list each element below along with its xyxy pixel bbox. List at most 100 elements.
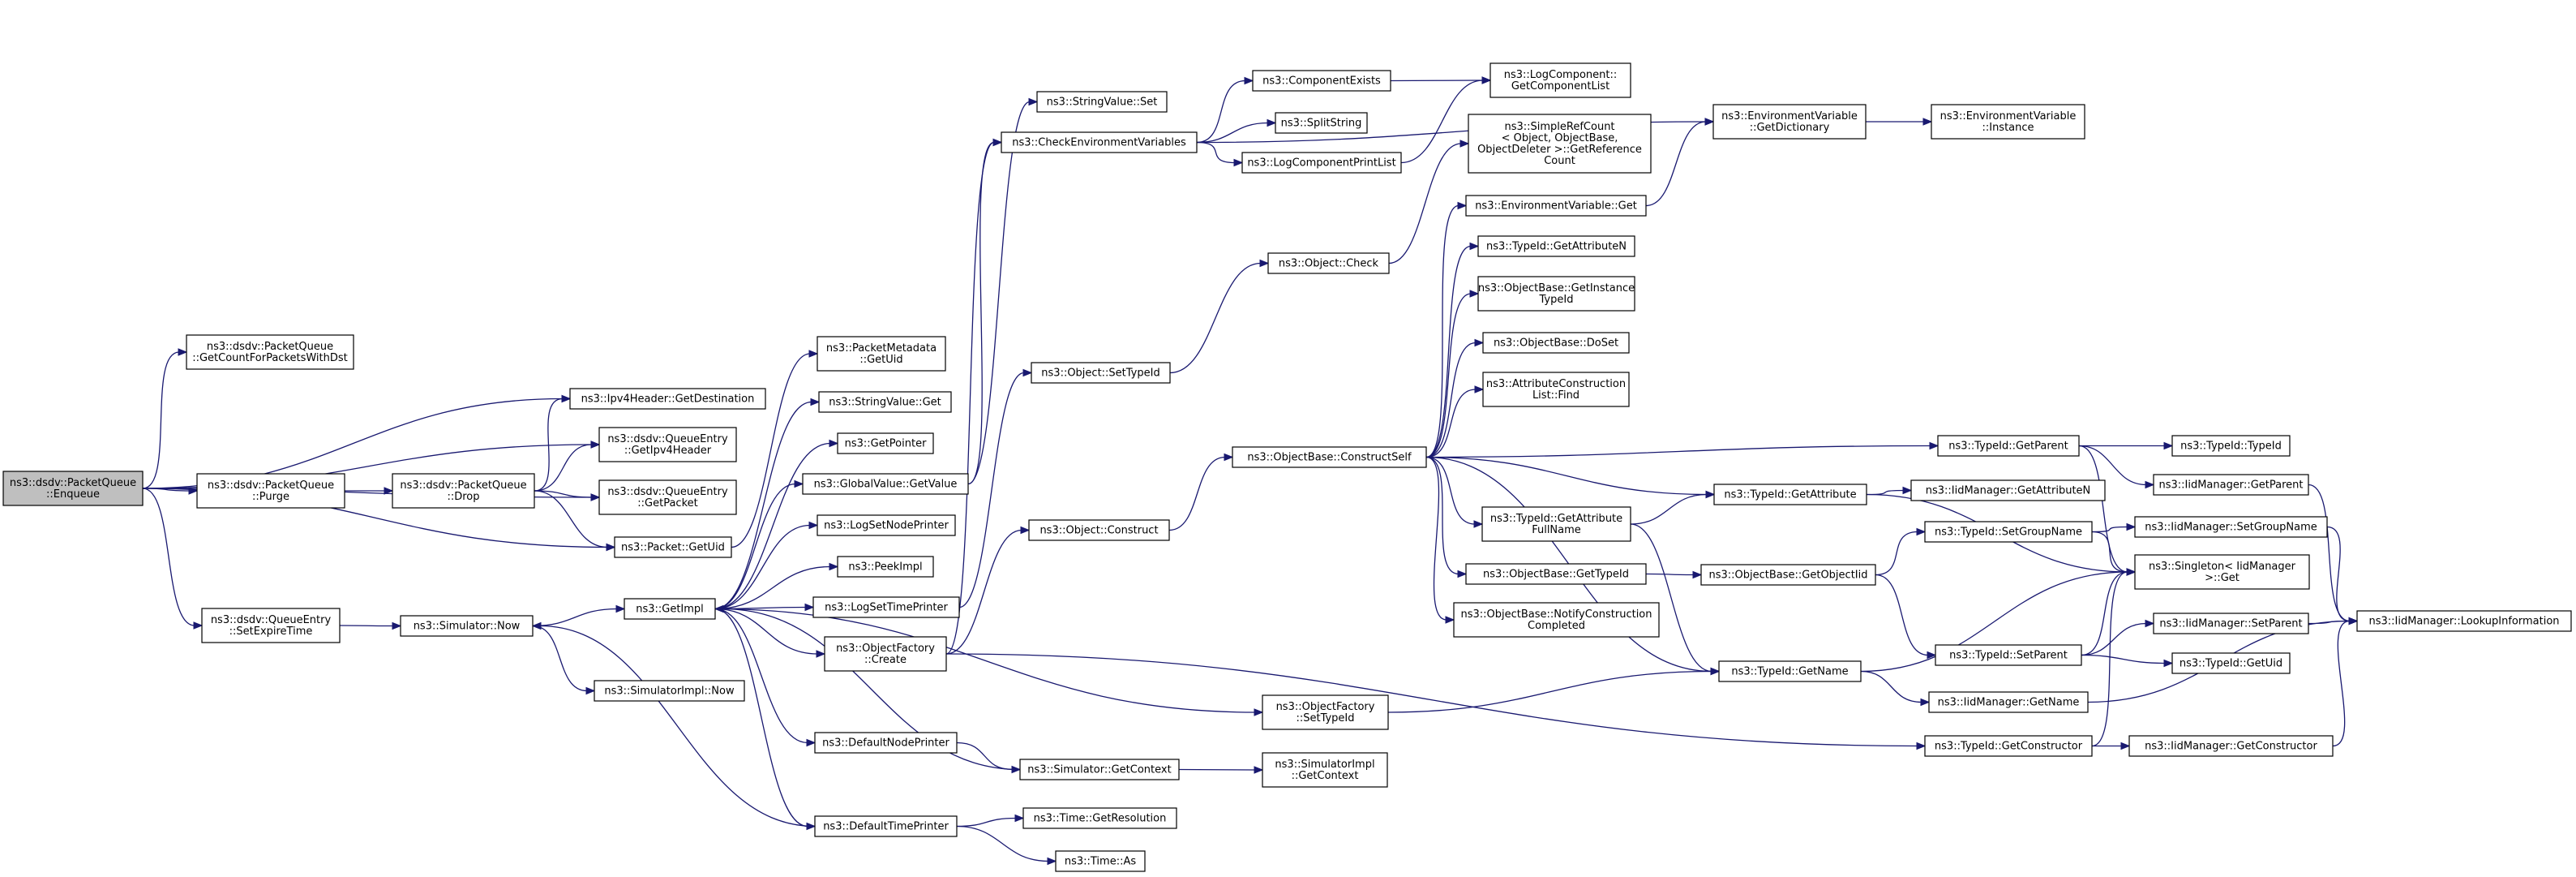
graph-node[interactable]: ns3::LogComponent::GetComponentList [1489, 62, 1631, 98]
graph-node[interactable]: ns3::Simulator::GetContext [1019, 759, 1180, 780]
node-label: ns3::TypeId::TypeId [2180, 441, 2282, 453]
node-label: ns3::DefaultTimePrinter [823, 821, 949, 833]
graph-node[interactable]: ns3::ComponentExists [1252, 70, 1391, 92]
arrow-head-icon [1047, 857, 1057, 866]
graph-node[interactable]: ns3::ObjectFactory::Create [824, 636, 947, 672]
graph-node[interactable]: ns3::GlobalValue::GetValue [802, 473, 969, 495]
node-label: ::SetTypeId [1296, 712, 1354, 724]
graph-node[interactable]: ns3::Ipv4Header::GetDestination [569, 388, 766, 410]
node-label: Count [1544, 155, 1575, 167]
arrow-head-icon [1692, 570, 1703, 579]
graph-node[interactable]: ns3::Object::Check [1267, 252, 1390, 274]
graph-node[interactable]: ns3::StringValue::Get [818, 391, 952, 413]
graph-node[interactable]: ns3::dsdv::PacketQueue::GetCountForPacke… [186, 334, 354, 370]
arrow-head-icon [178, 348, 188, 356]
graph-node[interactable]: ns3::Singleton< IidManager>::Get [2134, 554, 2310, 590]
graph-node[interactable]: ns3::LogComponentPrintList [1241, 152, 1402, 174]
graph-node[interactable]: ns3::StringValue::Set [1036, 91, 1168, 113]
graph-node[interactable]: ns3::IidManager::SetGroupName [2134, 516, 2328, 538]
call-edge [956, 825, 1057, 866]
graph-node[interactable]: ns3::ObjectBase::DoSet [1482, 332, 1630, 354]
graph-node[interactable]: ns3::TypeId::SetParent [1935, 644, 2082, 666]
node-box [2356, 610, 2572, 632]
call-edge [731, 350, 819, 548]
node-label: ns3::LogComponentPrintList [1247, 157, 1395, 170]
graph-node[interactable]: ns3::LogSetTimePrinter [812, 596, 960, 618]
graph-node[interactable]: ns3::PacketMetadata::GetUid [817, 336, 946, 372]
arrow-head-icon [804, 603, 815, 612]
node-box [1022, 807, 1177, 829]
graph-node[interactable]: ns3::TypeId::SetGroupName [1924, 521, 2093, 543]
graph-node[interactable]: ns3::Time::GetResolution [1022, 807, 1177, 829]
graph-node[interactable]: ns3::ObjectBase::NotifyConstructionCompl… [1453, 602, 1660, 638]
graph-node[interactable]: ns3::TypeId::TypeId [2171, 435, 2291, 457]
call-edge [2081, 654, 2174, 668]
graph-node[interactable]: ns3::IidManager::GetAttributeN [1910, 479, 2106, 501]
node-box [1055, 850, 1146, 872]
graph-node[interactable]: ns3::SplitString [1275, 112, 1368, 134]
graph-node[interactable]: ns3::ObjectFactory::SetTypeId [1262, 694, 1389, 730]
node-label: ns3::IidManager::LookupInformation [2368, 616, 2559, 628]
call-edge [714, 608, 1264, 716]
graph-node[interactable]: ns3::Simulator::Now [400, 615, 534, 637]
graph-node[interactable]: ns3::PeekImpl [837, 556, 934, 578]
graph-node[interactable]: ns3::dsdv::QueueEntry::GetPacket [598, 479, 737, 515]
graph-node[interactable]: ns3::EnvironmentVariable::Get [1465, 195, 1647, 217]
graph-node[interactable]: ns3::TypeId::GetAttribute [1713, 484, 1867, 505]
arrow-head-icon [384, 487, 394, 495]
node-label: ns3::Object::Check [1279, 258, 1379, 270]
graph-node[interactable]: ns3::TypeId::GetConstructor [1924, 735, 2093, 757]
call-edge [1196, 141, 1244, 167]
node-label: ns3::dsdv::PacketQueue [10, 477, 136, 489]
graph-node[interactable]: ns3::DefaultNodePrinter [814, 732, 958, 754]
graph-node[interactable]: ns3::IidManager::GetParent [2153, 474, 2309, 496]
graph-node[interactable]: ns3::Packet::GetUid [614, 536, 732, 558]
node-label: ns3::ObjectBase::DoSet [1494, 337, 1618, 350]
graph-node[interactable]: ns3::GetImpl [624, 598, 716, 620]
node-label: ns3::CheckEnvironmentVariables [1012, 137, 1186, 149]
graph-node[interactable]: ns3::IidManager::GetName [1928, 691, 2089, 713]
graph-node[interactable]: ns3::dsdv::PacketQueue::Drop [392, 473, 535, 509]
graph-node[interactable]: ns3::ObjectBase::GetObjectIid [1700, 564, 1876, 586]
arrow-head-icon [808, 350, 819, 358]
graph-node[interactable]: ns3::DefaultTimePrinter [814, 815, 958, 837]
graph-node[interactable]: ns3::dsdv::QueueEntry::SetExpireTime [201, 608, 341, 643]
graph-node[interactable]: ns3::TypeId::GetAttributeN [1477, 235, 1635, 257]
node-label: ns3::ComponentExists [1262, 75, 1381, 88]
graph-node[interactable]: ns3::Object::Construct [1028, 519, 1170, 541]
node-label: ns3::GetImpl [636, 604, 704, 616]
graph-node[interactable]: ns3::GetPointer [837, 432, 934, 454]
graph-node[interactable]: ns3::TypeId::GetUid [2171, 652, 2291, 674]
graph-node[interactable]: ns3::EnvironmentVariable::Instance [1931, 104, 2085, 140]
graph-node[interactable]: ns3::LogSetNodePrinter [817, 514, 956, 536]
graph-node[interactable]: ns3::SimulatorImpl::GetContext [1262, 752, 1388, 788]
graph-node[interactable]: ns3::ObjectBase::GetTypeId [1465, 563, 1647, 585]
graph-node[interactable]: ns3::ObjectBase::ConstructSelf [1232, 446, 1427, 468]
node-label: ns3::PeekImpl [848, 561, 922, 574]
graph-node[interactable]: ns3::CheckEnvironmentVariables [1001, 131, 1198, 153]
call-edge [1169, 259, 1270, 374]
node-label: ns3::TypeId::GetAttribute [1724, 489, 1856, 501]
arrow-head-icon [561, 394, 572, 403]
node-label: GetComponentList [1511, 80, 1609, 92]
graph-node[interactable]: ns3::dsdv::PacketQueue::Enqueue [2, 471, 144, 506]
call-edge [945, 653, 1927, 750]
node-label: ::GetUid [859, 354, 902, 366]
graph-node[interactable]: ns3::dsdv::QueueEntry::GetIpv4Header [598, 427, 737, 462]
graph-node[interactable]: ns3::TypeId::GetParent [1937, 435, 2080, 457]
graph-node[interactable]: ns3::dsdv::PacketQueue::Purge [196, 473, 345, 509]
graph-node[interactable]: ns3::SimulatorImpl::Now [594, 680, 745, 702]
graph-node[interactable]: ns3::Time::As [1055, 850, 1146, 872]
arrow-head-icon [1254, 766, 1264, 774]
graph-node[interactable]: ns3::IidManager::GetConstructor [2128, 735, 2334, 757]
arrow-head-icon [1474, 385, 1485, 393]
graph-node[interactable]: ns3::Object::SetTypeId [1031, 362, 1171, 384]
graph-node[interactable]: ns3::SimpleRefCount< Object, ObjectBase,… [1468, 114, 1652, 174]
graph-node[interactable]: ns3::IidManager::LookupInformation [2356, 610, 2572, 632]
graph-node[interactable]: ns3::IidManager::SetParent [2153, 613, 2309, 634]
graph-node[interactable]: ns3::EnvironmentVariable::GetDictionary [1712, 104, 1867, 140]
graph-node[interactable]: ns3::TypeId::GetName [1718, 660, 1862, 682]
